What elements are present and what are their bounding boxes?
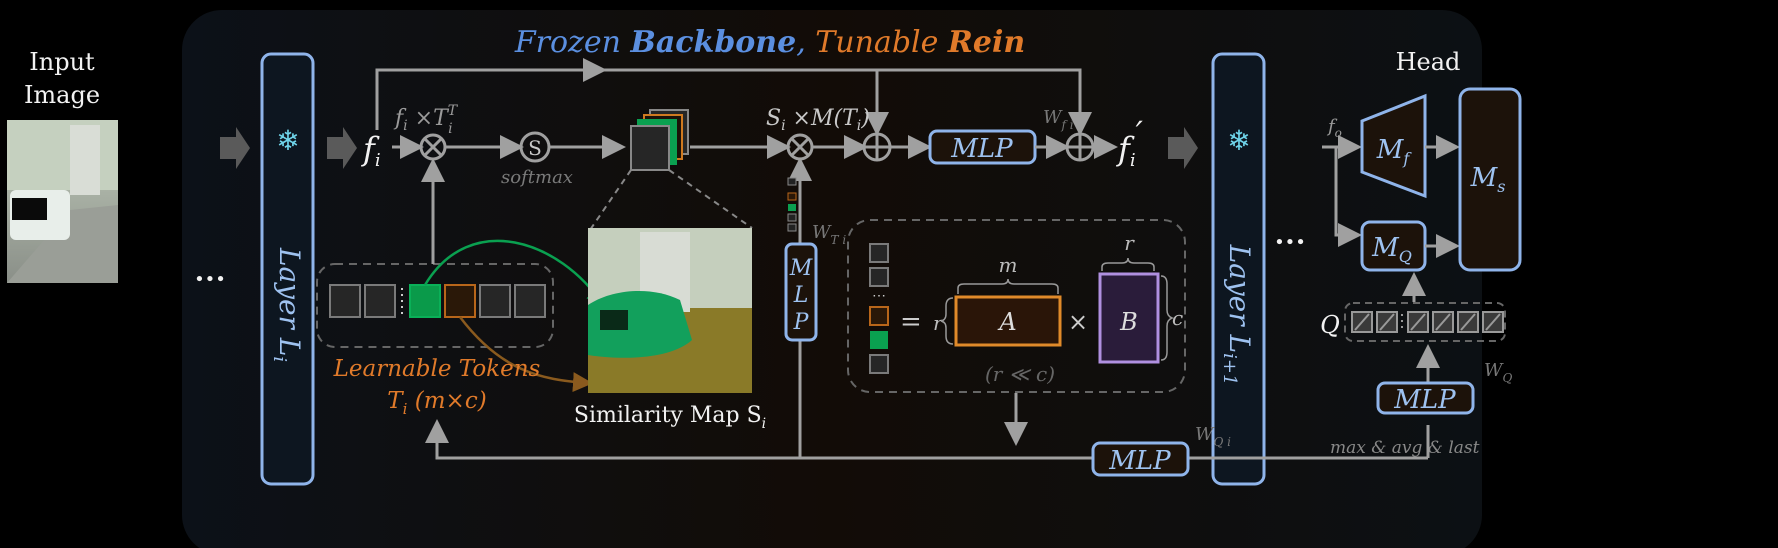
similarity-map-image	[588, 228, 752, 393]
mlp-block-qi	[1091, 441, 1190, 477]
m-f-label: Mf	[1376, 135, 1413, 168]
mlp-vertical-letter: P	[793, 310, 810, 335]
diagram-title: Frozen Backbone, Tunable Rein	[514, 25, 1025, 60]
rank-note: (r ≪ c)	[985, 362, 1055, 386]
svg-text:S: S	[528, 136, 542, 160]
m-s-label: Ms	[1470, 163, 1506, 196]
mlp-vertical-letter: L	[793, 283, 809, 308]
mlp-label: MLP	[1393, 385, 1456, 415]
brace	[957, 278, 1059, 294]
snowflake-icon: ❄	[1227, 124, 1250, 157]
mlp-label: MLP	[1108, 446, 1171, 476]
layer-i-block	[260, 52, 315, 486]
arrow-icon	[1168, 127, 1198, 169]
flow-line	[1334, 147, 1362, 247]
q-label: Q	[1320, 311, 1340, 339]
arrow-icon	[220, 127, 250, 169]
pool-label: max & avg & last	[1330, 438, 1480, 458]
query-group	[1344, 302, 1506, 342]
m-f-block	[1360, 93, 1427, 199]
w-fi-label: Wf i	[1043, 107, 1074, 132]
ellipsis: •••	[194, 269, 226, 290]
times-sign: ×	[1068, 308, 1088, 336]
layer-i1-block	[1211, 52, 1266, 486]
matrix-a	[954, 295, 1062, 347]
token-column-dots: ⋯	[872, 288, 886, 304]
brace	[1101, 257, 1155, 271]
green-token-arrow	[423, 239, 606, 310]
input-image	[7, 120, 118, 283]
layer-i1-label: Layer Li+1	[1219, 244, 1256, 386]
learnable-tokens-group	[316, 263, 554, 348]
m-s-block	[1458, 87, 1522, 272]
equals-sign: =	[900, 307, 922, 337]
r-top-label: r	[1124, 231, 1135, 255]
snowflake-icon: ❄	[276, 124, 299, 157]
learnable-tokens-title: Learnable Tokens	[333, 356, 541, 382]
mlp-vertical-letter: M	[789, 256, 813, 281]
learnable-tokens-formula: Ti (m×c)	[387, 388, 486, 418]
similarity-map-label: Similarity Map Si	[574, 403, 766, 432]
c-label: c	[1172, 306, 1183, 330]
skip-connection	[375, 68, 1092, 136]
input-label-line2: Image	[24, 81, 100, 109]
ellipsis: •••	[1274, 232, 1306, 253]
brown-token-arrow	[459, 316, 593, 393]
product2-label: Si ×M(Ti)	[766, 106, 870, 134]
arrow-icon	[327, 127, 357, 169]
similarity-map-stack	[630, 109, 689, 171]
w-ti-label: WT i	[812, 222, 846, 247]
m-q-label: MQ	[1371, 233, 1412, 266]
m-label: m	[999, 253, 1018, 277]
matrix-a-label: A	[997, 308, 1016, 336]
matrix-b-label: B	[1119, 308, 1138, 336]
brace	[940, 297, 954, 345]
layer-i-label: Layer Li	[269, 247, 306, 362]
input-label-line1: Input	[29, 48, 95, 76]
oplus-icon	[1065, 132, 1095, 162]
learnable-tokens	[329, 284, 546, 318]
brace	[1160, 275, 1175, 361]
mlp-label: MLP	[950, 134, 1013, 164]
softmax-label: softmax	[501, 167, 573, 188]
matrix-b	[1098, 272, 1160, 364]
head-title: Head	[1396, 48, 1461, 76]
low-rank-group	[847, 219, 1186, 393]
w-qi-label: WQ i	[1195, 424, 1231, 449]
oplus-icon	[862, 132, 892, 162]
token-column	[869, 243, 889, 374]
w-q-label: WQ	[1484, 360, 1513, 385]
mlp-block-q	[1376, 381, 1475, 415]
mlp-block-ti	[784, 242, 818, 342]
r-label: r	[933, 311, 944, 335]
zoom-lines	[589, 169, 753, 231]
projected-tokens	[787, 177, 797, 232]
